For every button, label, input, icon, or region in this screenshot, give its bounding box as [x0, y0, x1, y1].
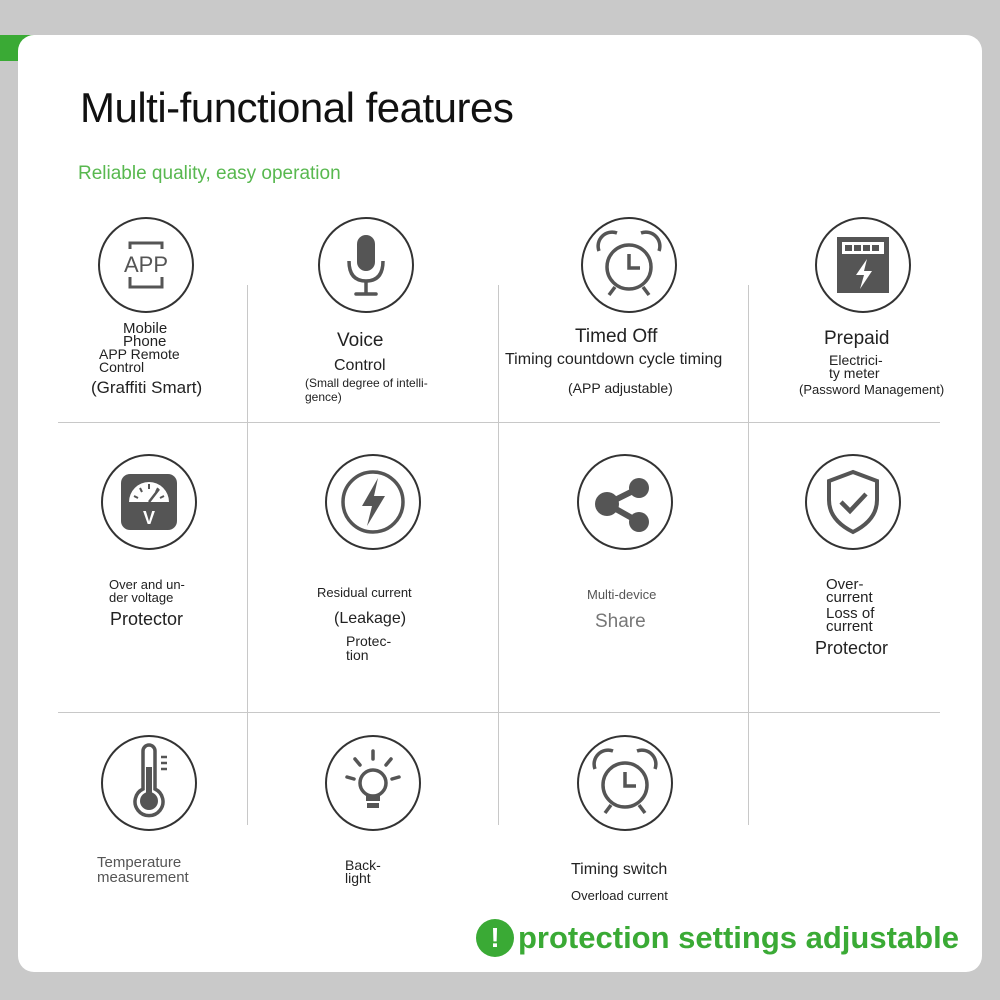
- svg-text:V: V: [143, 508, 155, 528]
- feature-label: light: [345, 870, 371, 886]
- feature-label: Timing switch: [571, 861, 668, 878]
- feature-label: Temperature: [97, 854, 182, 871]
- feature-label: gence): [305, 390, 342, 404]
- feature-label: Multi-device: [587, 587, 657, 602]
- feature-label: Prepaid: [824, 328, 890, 349]
- feature-label: measurement: [97, 869, 189, 886]
- thermometer-icon: [101, 735, 197, 831]
- feature-label: tion: [346, 647, 369, 663]
- feature-label: Share: [595, 611, 646, 632]
- feature-label: Electrici-: [829, 352, 883, 368]
- feature-label: Loss of: [826, 605, 875, 622]
- page-subtitle: Reliable quality, easy operation: [78, 163, 341, 184]
- grid-divider: [58, 712, 940, 713]
- feature-label: current: [826, 589, 873, 606]
- feature-label: (APP adjustable): [568, 380, 673, 396]
- feature-label: Control: [334, 357, 386, 374]
- feature-label: Phone: [123, 333, 167, 350]
- feature-label: Protector: [110, 609, 184, 629]
- svg-text:APP: APP: [124, 252, 168, 277]
- feature-label: ty meter: [829, 365, 880, 381]
- app-icon: APP: [98, 217, 194, 313]
- grid-divider: [247, 285, 248, 825]
- banner-text: protection settings adjustable: [518, 920, 959, 955]
- feature-label: Back-: [345, 857, 381, 873]
- feature-label: Timed Off: [575, 326, 658, 347]
- feature-label: (Graffiti Smart): [91, 378, 203, 397]
- feature-label: Voice: [337, 330, 384, 351]
- feature-label: current: [826, 618, 873, 635]
- light-bulb-icon: [325, 735, 421, 831]
- feature-label: Mobile: [123, 320, 168, 337]
- share-icon: [577, 454, 673, 550]
- feature-label: (Password Management): [799, 382, 945, 397]
- feature-label: Protec-: [346, 633, 392, 649]
- alarm-clock-icon: [577, 735, 673, 831]
- electric-meter-icon: [815, 217, 911, 313]
- exclamation-icon: !: [476, 919, 514, 957]
- feature-label: Control: [99, 359, 145, 375]
- grid-divider: [748, 285, 749, 825]
- voltmeter-icon: V: [101, 454, 197, 550]
- feature-label: Over and un-: [109, 577, 185, 592]
- feature-label: Residual current: [317, 585, 412, 600]
- lightning-icon: [325, 454, 421, 550]
- shield-check-icon: [805, 454, 901, 550]
- feature-label: Timing countdown cycle timing: [505, 351, 723, 368]
- microphone-icon: [318, 217, 414, 313]
- grid-divider: [58, 422, 940, 423]
- feature-label: Over-: [826, 576, 864, 593]
- feature-label: der voltage: [109, 590, 174, 605]
- feature-label: APP Remote: [99, 346, 180, 362]
- feature-label: Overload current: [571, 888, 668, 903]
- grid-divider: [498, 285, 499, 825]
- page-title: Multi-functional features: [80, 84, 514, 131]
- adjustable-banner: ! protection settings adjustable: [476, 917, 959, 959]
- feature-label: Protector: [815, 638, 889, 658]
- feature-label: (Small degree of intelli-: [305, 376, 428, 390]
- feature-label: (Leakage): [334, 610, 407, 627]
- alarm-clock-icon: [581, 217, 677, 313]
